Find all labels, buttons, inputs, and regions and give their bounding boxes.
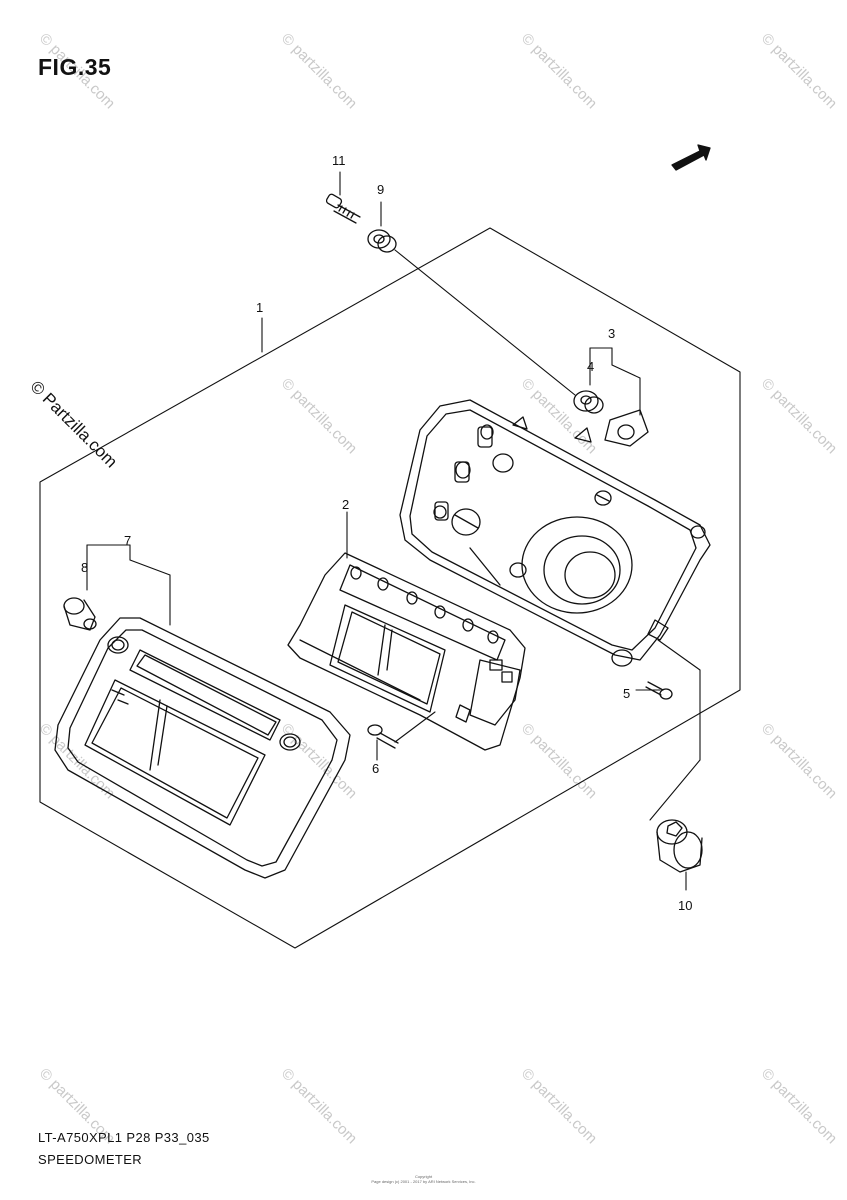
figure-title: FIG.35 bbox=[38, 54, 112, 80]
fwd-arrow-icon bbox=[671, 144, 711, 171]
model-code: LT-A750XPL1 P28 P33_035 bbox=[38, 1130, 210, 1145]
callout-2: 2 bbox=[342, 497, 350, 512]
grommet-part-9 bbox=[367, 229, 397, 253]
grommet-part-4 bbox=[573, 390, 604, 414]
screw-part-6 bbox=[367, 724, 399, 749]
callout-8: 8 bbox=[81, 560, 89, 575]
callout-6: 6 bbox=[372, 761, 380, 776]
callout-9: 9 bbox=[377, 182, 385, 197]
copyright-line: Page design (c) 2001 - 2017 by ARI Netwo… bbox=[371, 1179, 476, 1184]
callout-11: 11 bbox=[332, 153, 346, 168]
callout-7: 7 bbox=[124, 533, 132, 548]
rear-case-part-3 bbox=[399, 399, 711, 667]
socket-part-10 bbox=[656, 819, 703, 873]
callout-4: 4 bbox=[587, 359, 595, 374]
screw-part-5 bbox=[645, 681, 673, 700]
assembly-outline bbox=[39, 227, 741, 949]
meter-unit-part-2 bbox=[287, 552, 526, 751]
leader-lines bbox=[86, 171, 701, 891]
copyright-line: Copyright bbox=[414, 1174, 433, 1179]
callout-5: 5 bbox=[623, 686, 631, 701]
section-name: SPEEDOMETER bbox=[38, 1152, 143, 1167]
screw-part-11 bbox=[325, 193, 361, 224]
callout-10: 10 bbox=[678, 898, 693, 913]
callout-1: 1 bbox=[256, 300, 264, 315]
copyright-notice: Copyright Page design (c) 2001 - 2017 by… bbox=[336, 1174, 511, 1184]
callout-3: 3 bbox=[608, 326, 616, 341]
front-cover-part-7 bbox=[54, 617, 351, 879]
screw-part-8 bbox=[63, 597, 97, 631]
